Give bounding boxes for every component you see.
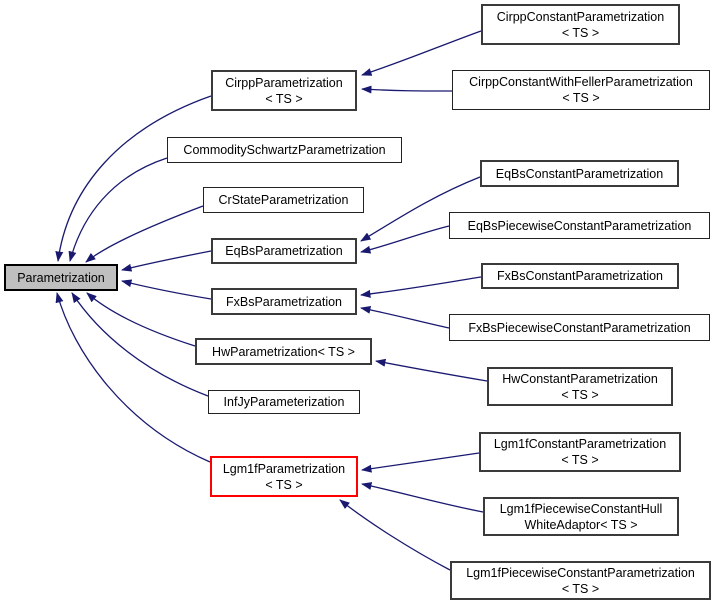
edge-lgm1fpiecewise-to-lgm1f	[339, 499, 451, 571]
edge-fxbsconstant-to-fxbs	[360, 276, 482, 298]
class-node-hw-constant-parametrization[interactable]: HwConstantParametrization < TS >	[487, 367, 673, 406]
edge-commodity-to-parametrization	[68, 157, 168, 262]
class-node-hw-parametrization[interactable]: HwParametrization< TS >	[195, 338, 372, 365]
edge-eqbs-to-parametrization	[121, 250, 212, 272]
edge-cirpp-to-parametrization	[55, 95, 212, 262]
edge-crstate-to-parametrization	[85, 205, 204, 263]
class-node-eqbs-parametrization[interactable]: EqBsParametrization	[211, 238, 357, 264]
edge-cirppfeller-to-cirpp	[361, 85, 453, 94]
class-node-lgm1f-piecewise-constant-parametrization[interactable]: Lgm1fPiecewiseConstantParametrization < …	[450, 561, 711, 600]
edge-eqbspiecewise-to-eqbs	[360, 225, 450, 254]
edge-lgm1fconstant-to-lgm1f	[361, 452, 480, 473]
class-node-fxbs-parametrization[interactable]: FxBsParametrization	[211, 288, 357, 315]
edge-cirppconstant-to-cirpp	[361, 30, 482, 76]
edge-lgm1f-to-parametrization	[55, 292, 211, 463]
edge-fxbs-to-parametrization	[121, 279, 212, 300]
class-node-cirpp-constant-with-feller-parametrization[interactable]: CirppConstantWithFellerParametrization <…	[452, 70, 710, 110]
class-node-lgm1f-piecewise-constant-hull-white-adaptor[interactable]: Lgm1fPiecewiseConstantHull WhiteAdaptor<…	[483, 497, 679, 536]
class-node-infjy-parameterization[interactable]: InfJyParameterization	[208, 390, 360, 414]
class-node-cirpp-constant-parametrization[interactable]: CirppConstantParametrization < TS >	[481, 4, 680, 45]
class-node-parametrization: Parametrization	[4, 264, 118, 291]
class-node-commodity-schwartz-parametrization[interactable]: CommoditySchwartzParametrization	[167, 137, 402, 163]
class-node-fxbs-piecewise-constant-parametrization[interactable]: FxBsPiecewiseConstantParametrization	[449, 314, 710, 341]
edge-lgm1fhulladaptor-to-lgm1f	[361, 482, 484, 513]
edge-infjy-to-parametrization	[71, 292, 209, 397]
edge-hw-to-parametrization	[86, 292, 196, 347]
class-node-lgm1f-parametrization[interactable]: Lgm1fParametrization < TS >	[210, 456, 358, 497]
class-node-cr-state-parametrization[interactable]: CrStateParametrization	[203, 187, 364, 213]
edge-hwconstant-to-hw	[375, 358, 488, 382]
class-node-fxbs-constant-parametrization[interactable]: FxBsConstantParametrization	[481, 263, 679, 289]
edge-fxbspiecewise-to-fxbs	[360, 305, 450, 329]
edge-eqbsconstant-to-eqbs	[360, 176, 481, 242]
class-node-eqbs-piecewise-constant-parametrization[interactable]: EqBsPiecewiseConstantParametrization	[449, 212, 710, 239]
class-node-eqbs-constant-parametrization[interactable]: EqBsConstantParametrization	[480, 160, 679, 187]
class-node-cirpp-parametrization[interactable]: CirppParametrization < TS >	[211, 70, 357, 111]
class-node-lgm1f-constant-parametrization[interactable]: Lgm1fConstantParametrization < TS >	[479, 432, 681, 472]
